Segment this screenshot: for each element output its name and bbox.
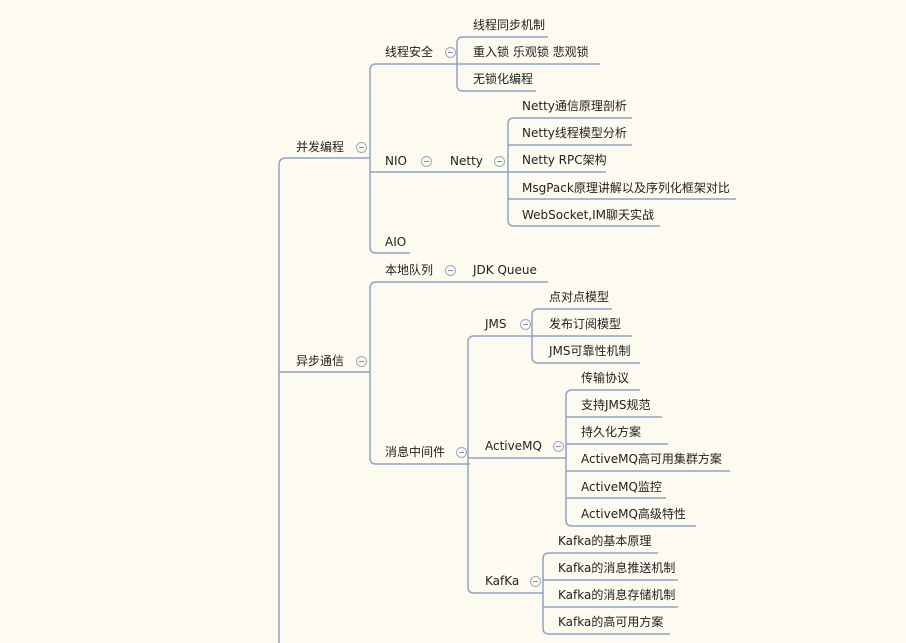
node-jdk-queue[interactable]: JDK Queue — [473, 263, 537, 277]
node-jms-child[interactable]: 发布订阅模型 — [549, 317, 622, 331]
collapse-icon[interactable] — [421, 156, 432, 167]
connector-line — [565, 389, 573, 527]
node-kafka-child[interactable]: Kafka的消息存储机制 — [558, 588, 676, 602]
collapse-icon[interactable] — [445, 265, 456, 276]
node-concurrency[interactable]: 并发编程 — [296, 140, 345, 154]
node-netty-child[interactable]: WebSocket,IM聊天实战 — [522, 208, 655, 222]
node-netty-child[interactable]: Netty通信原理剖析 — [522, 99, 627, 113]
collapse-icon[interactable] — [356, 356, 367, 367]
node-local-queue[interactable]: 本地队列 — [385, 263, 434, 277]
collapse-icon[interactable] — [530, 576, 541, 587]
node-mq[interactable]: 消息中间件 — [385, 445, 446, 459]
node-netty[interactable]: Netty — [450, 154, 483, 168]
node-thread-safety[interactable]: 线程安全 — [385, 45, 434, 59]
node-activemq-child[interactable]: 传输协议 — [581, 371, 630, 385]
connector-line — [542, 552, 550, 635]
node-netty-child[interactable]: MsgPack原理讲解以及序列化框架对比 — [522, 181, 730, 195]
node-activemq-child[interactable]: 持久化方案 — [581, 425, 642, 439]
node-activemq-child[interactable]: ActiveMQ监控 — [581, 480, 662, 494]
node-activemq[interactable]: ActiveMQ — [485, 439, 542, 453]
collapse-icon[interactable] — [456, 447, 467, 458]
node-kafka-child[interactable]: Kafka的基本原理 — [558, 534, 652, 548]
collapse-icon[interactable] — [356, 142, 367, 153]
node-jms-child[interactable]: 点对点模型 — [549, 290, 610, 304]
connector-line — [278, 157, 287, 643]
node-netty-child[interactable]: Netty线程模型分析 — [522, 126, 627, 140]
connector-line — [369, 281, 377, 465]
collapse-icon[interactable] — [553, 441, 564, 452]
node-kafka-child[interactable]: Kafka的消息推送机制 — [558, 561, 676, 575]
collapse-icon[interactable] — [520, 319, 531, 330]
node-thread-safety-child[interactable]: 线程同步机制 — [473, 18, 546, 32]
node-netty-child[interactable]: Netty RPC架构 — [522, 153, 607, 167]
collapse-icon[interactable] — [494, 156, 505, 167]
node-async[interactable]: 异步通信 — [296, 354, 345, 368]
node-aio[interactable]: AIO — [385, 235, 407, 249]
collapse-icon[interactable] — [445, 47, 456, 58]
node-activemq-child[interactable]: 支持JMS规范 — [581, 398, 651, 412]
node-activemq-child[interactable]: ActiveMQ高可用集群方案 — [581, 452, 722, 466]
node-thread-safety-child[interactable]: 无锁化编程 — [473, 72, 534, 86]
node-thread-safety-child[interactable]: 重入锁 乐观锁 悲观锁 — [473, 45, 589, 59]
node-kafka-child[interactable]: Kafka的高可用方案 — [558, 615, 664, 629]
node-kafka[interactable]: KafKa — [485, 574, 520, 588]
connector-line — [467, 335, 475, 594]
node-activemq-child[interactable]: ActiveMQ高级特性 — [581, 507, 686, 521]
connector-line — [369, 63, 377, 254]
node-nio[interactable]: NIO — [385, 154, 407, 168]
node-jms[interactable]: JMS — [485, 317, 507, 331]
node-jms-child[interactable]: JMS可靠性机制 — [549, 344, 631, 358]
